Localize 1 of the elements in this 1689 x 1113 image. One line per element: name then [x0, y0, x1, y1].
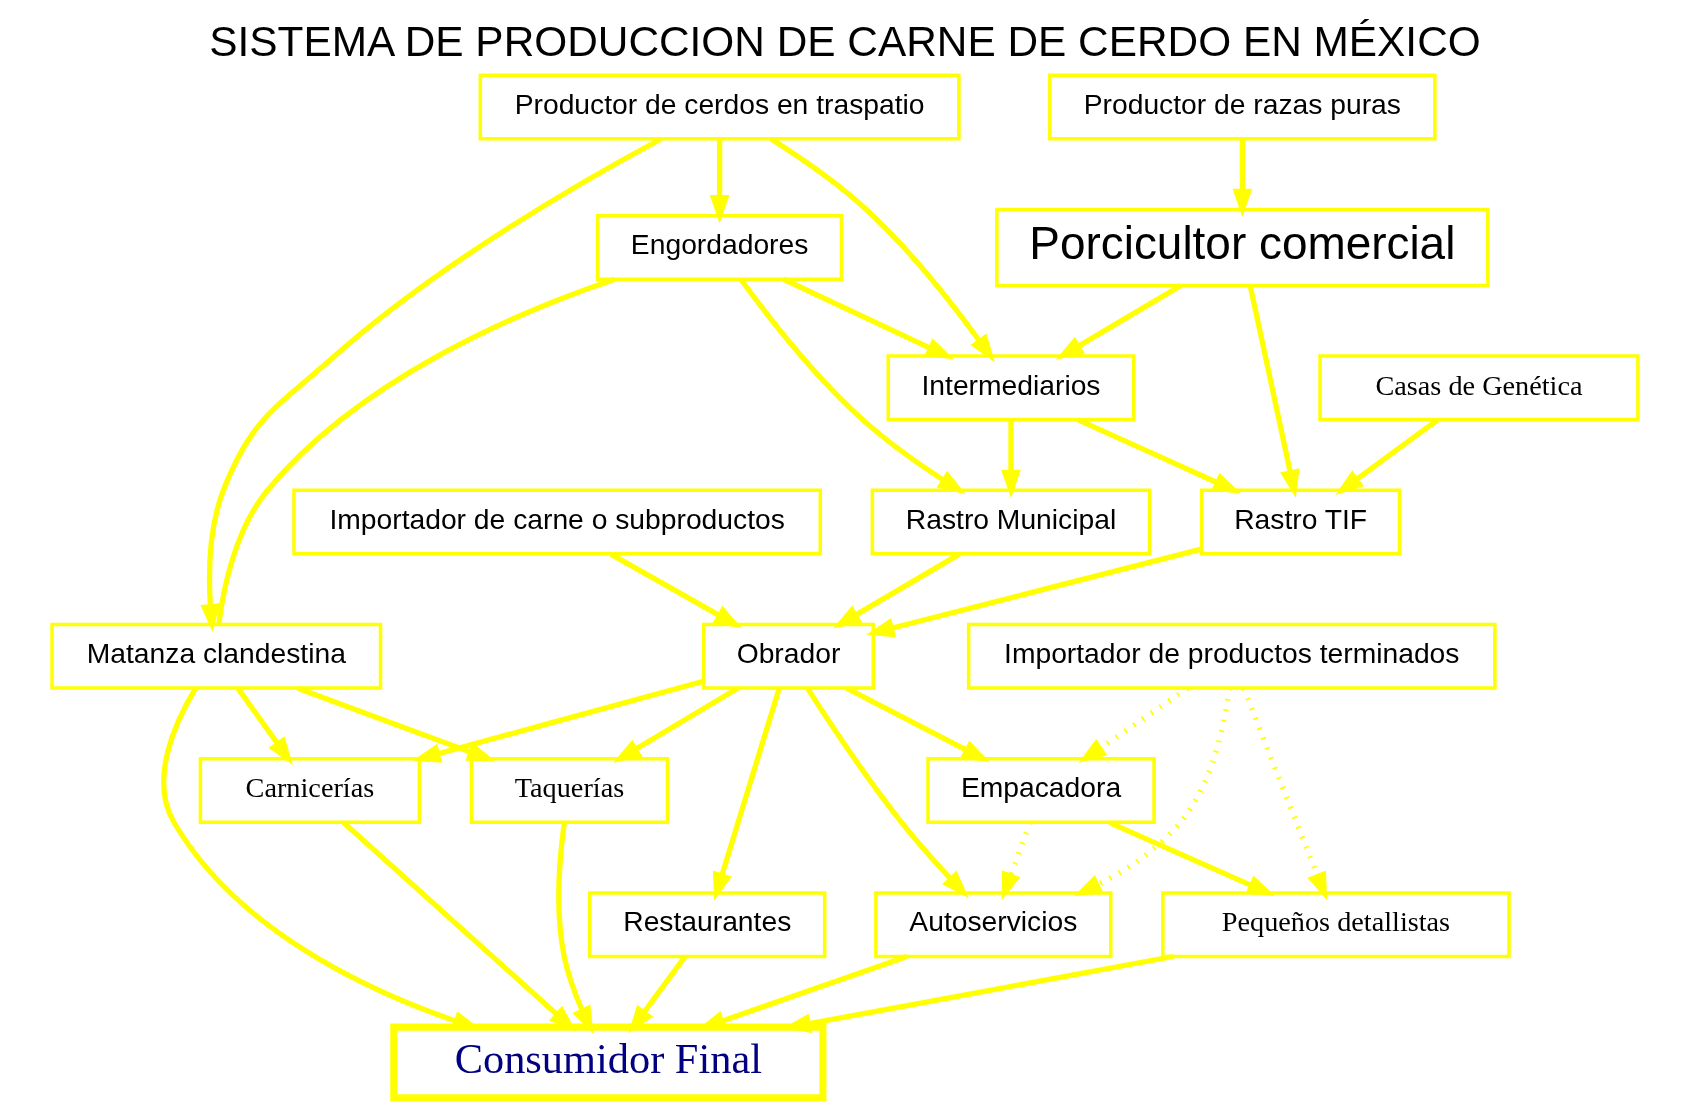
diagram-title: SISTEMA DE PRODUCCION DE CARNE DE CERDO EN MÉXICO: [208, 18, 1481, 66]
